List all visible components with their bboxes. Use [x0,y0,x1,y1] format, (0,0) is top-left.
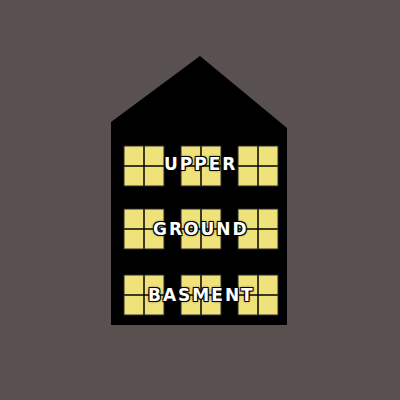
window-frame [124,146,164,186]
house-silhouette [111,56,287,325]
window [124,146,164,186]
floor-label: BASMENT [148,287,255,304]
floor-label: GROUND [153,221,249,238]
window-transom [124,165,164,167]
window-pane [124,146,164,186]
window-transom [238,165,278,167]
floor-label: UPPER [164,156,237,173]
window-group [124,146,278,315]
window [238,146,278,186]
window-frame [238,146,278,186]
window-pane [238,146,278,186]
